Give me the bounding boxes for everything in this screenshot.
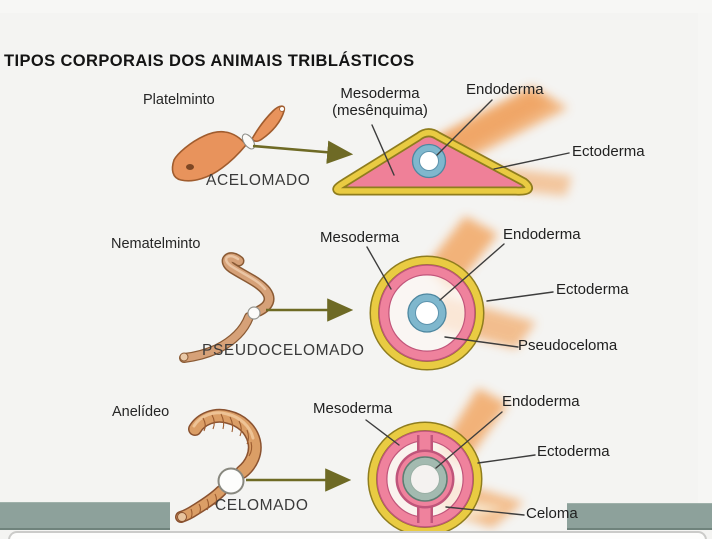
pseudocelomado-gut-cavity (415, 301, 439, 325)
top-margin-band (0, 0, 712, 13)
flatworm-section-mark (241, 133, 256, 150)
label-pseudocelomado-mesoderma: Mesoderma (320, 229, 400, 246)
right-template-bar (567, 503, 712, 530)
slide-title: TIPOS CORPORAIS DOS ANIMAIS TRIBLÁSTICOS (4, 52, 415, 70)
label-type-celomado: CELOMADO (215, 497, 309, 514)
label-anelideo: Anelídeo (112, 404, 170, 420)
acelomado-leader-lines (371, 99, 570, 176)
earthworm-segment-lines (190, 413, 253, 519)
right-margin-band (698, 13, 712, 530)
label-celomado-endoderma: Endoderma (502, 393, 580, 410)
label-celomado-ectoderma: Ectoderma (537, 443, 610, 460)
anelideo-earthworm-illustration (175, 408, 262, 523)
pseudocelomado-leader-lines (366, 243, 554, 348)
pseudocelomado-ectoderm-ring (371, 257, 483, 369)
label-pseudoceloma: Pseudoceloma (518, 337, 618, 354)
earthworm-section-mark (217, 467, 245, 495)
label-acelomado-mesoderma-line1: Mesoderma (340, 85, 420, 102)
label-platelminto: Platelminto (143, 92, 215, 108)
label-celoma: Celoma (526, 505, 578, 522)
celomado-cross-section (367, 421, 483, 537)
celomado-leader-lines (365, 411, 536, 516)
acelomado-gut-cavity (419, 151, 439, 171)
label-acelomado-endoderma: Endoderma (466, 81, 544, 98)
label-acelomado-mesoderma: Mesoderma (mesênquima) (314, 85, 446, 120)
earthworm-tail-tip (177, 512, 187, 522)
label-celomado-mesoderma: Mesoderma (313, 400, 393, 417)
label-acelomado-mesoderma-line2: (mesênquima) (332, 102, 428, 120)
platelminto-flatworm-illustration (171, 105, 286, 182)
acelomado-section-arrow (252, 140, 354, 164)
pseudocelomado-cross-section (369, 255, 485, 371)
pseudocelomado-mesoderm-ring (379, 265, 475, 361)
bottom-frame-edge (8, 531, 707, 539)
roundworm-tail-tip (179, 352, 189, 362)
flatworm-eyespot (186, 164, 194, 170)
celomado-gut-cavity (410, 464, 440, 494)
label-pseudocelomado-endoderma: Endoderma (503, 226, 581, 243)
label-acelomado-ectoderma: Ectoderma (572, 143, 645, 160)
label-type-pseudocelomado: PSEUDOCELOMADO (202, 342, 365, 359)
nematelminto-roundworm-illustration (179, 252, 275, 363)
acelomado-cross-section (332, 128, 533, 196)
label-type-acelomado: ACELOMADO (206, 172, 311, 189)
label-pseudocelomado-ectoderma: Ectoderma (556, 281, 629, 298)
label-nematelminto: Nematelminto (111, 236, 201, 252)
roundworm-section-mark (247, 306, 261, 320)
left-template-bar (0, 502, 170, 530)
